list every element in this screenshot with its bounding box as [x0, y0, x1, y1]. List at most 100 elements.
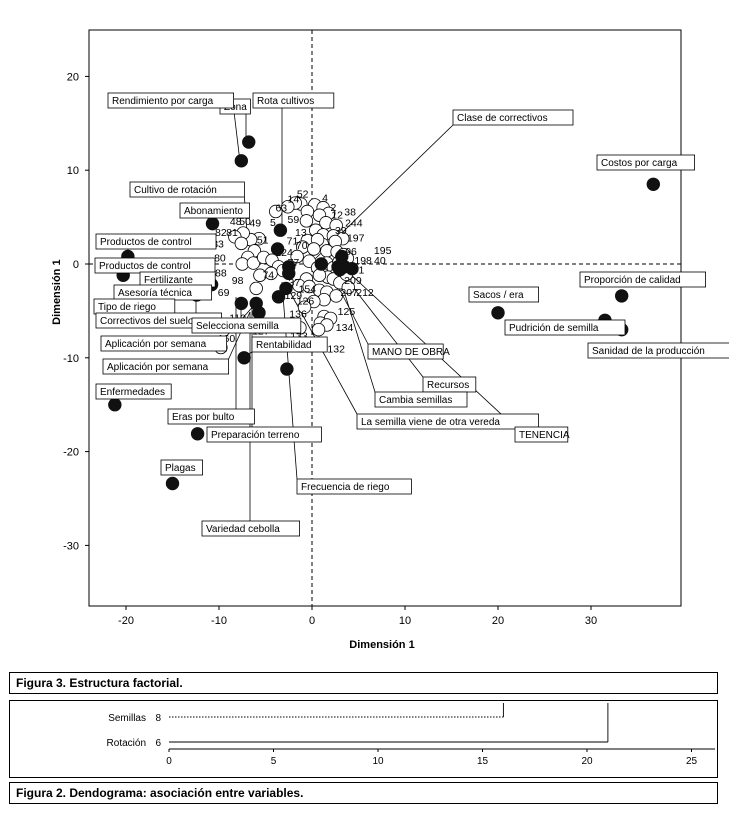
point-number-label: 98	[232, 275, 244, 287]
y-tick-label: 0	[73, 259, 79, 271]
variable-point	[234, 154, 249, 168]
x-tick-label: 30	[585, 615, 597, 627]
variable-point	[270, 242, 285, 256]
label-box	[367, 343, 444, 360]
variable-label: Rota cultivos	[257, 96, 314, 107]
variable-label: Tipo de riego	[98, 302, 156, 313]
point-number-label: 2	[330, 202, 336, 214]
variable-point	[345, 261, 359, 276]
label-box	[452, 109, 574, 126]
point-number-label: 49	[249, 218, 261, 230]
variable-label: Proporción de calidad	[584, 275, 681, 286]
open-point	[311, 322, 326, 337]
dendrogram-leaf-label: Rotación	[107, 738, 146, 749]
label-box	[167, 408, 255, 425]
point-number-label: 80	[214, 252, 226, 264]
variable-label: Cultivo de rotación	[134, 185, 217, 196]
x-tick-label: 10	[399, 615, 411, 627]
point-number-label: 52	[297, 189, 309, 201]
label-box	[100, 335, 227, 352]
variable-point	[205, 216, 220, 231]
point-number-label: 41	[353, 265, 365, 277]
variable-label: MANO DE OBRA	[372, 347, 450, 358]
point-number-label: 14	[288, 193, 300, 205]
label-box	[356, 413, 540, 430]
open-point	[341, 280, 355, 295]
point-number-label: 40	[374, 255, 386, 267]
open-point	[299, 214, 314, 228]
point-number-label: 37	[288, 277, 300, 289]
variable-point	[314, 257, 328, 271]
label-box	[296, 478, 412, 495]
point-number-label: 207	[340, 287, 358, 299]
x-axis-label: Dimensión 1	[349, 639, 414, 651]
point-number-label: 12	[331, 209, 343, 221]
label-box	[160, 459, 203, 476]
label-box	[587, 342, 729, 359]
variable-point	[614, 289, 629, 303]
variable-label: Aplicación por semana	[107, 362, 209, 373]
variable-point	[108, 398, 122, 412]
open-point	[290, 249, 304, 264]
point-number-label: 88	[215, 267, 227, 279]
dendrogram-leaf-label: Semillas	[108, 713, 146, 724]
point-number-label: 74	[262, 269, 274, 281]
y-axis-label: Dimensión 1	[51, 259, 63, 324]
variable-label: Rendimiento por carga	[112, 96, 214, 107]
point-number-label: 81	[226, 227, 238, 239]
x-tick-label: 20	[492, 615, 504, 627]
x-tick-label: -20	[118, 615, 134, 627]
point-number-label: 63	[275, 203, 287, 215]
variable-label: Cambia semillas	[379, 395, 452, 406]
variable-point	[491, 306, 505, 320]
variable-point	[242, 135, 256, 149]
variable-label: Clase de correctivos	[457, 113, 548, 124]
open-point	[246, 256, 261, 270]
point-number-label: 134	[336, 322, 354, 334]
y-tick-label: -30	[63, 540, 79, 552]
variable-label: Fertilizante	[144, 275, 193, 286]
point-number-label: 70	[296, 240, 308, 252]
variable-point	[165, 476, 180, 491]
variable-label: Zona	[224, 102, 247, 113]
dendrogram-tick-label: 0	[166, 756, 172, 767]
dendrogram-tick-label: 5	[271, 756, 277, 767]
point-number-label: 197	[347, 233, 365, 245]
y-tick-label: 10	[67, 165, 79, 177]
variable-point	[190, 427, 205, 441]
leader-line	[281, 281, 298, 480]
variable-label: Frecuencia de riego	[301, 482, 390, 493]
label-box	[206, 426, 322, 443]
x-tick-label: 0	[309, 615, 315, 627]
label-box	[95, 233, 217, 250]
point-number-label: 125	[338, 306, 356, 318]
variable-label: Aplicación por semana	[105, 339, 207, 350]
point-number-label: 59	[288, 214, 300, 226]
variable-point	[646, 177, 661, 191]
dendrogram-leaf-id: 6	[155, 738, 161, 749]
y-tick-label: -20	[63, 447, 79, 459]
y-tick-label: 20	[67, 71, 79, 83]
point-number-label: 4	[322, 192, 328, 204]
dendrogram-leaf-id: 8	[155, 713, 161, 724]
open-point	[281, 200, 295, 214]
variable-label: La semilla viene de otra vereda	[361, 417, 500, 428]
variable-label: Abonamiento	[184, 206, 243, 217]
point-number-label: 96	[345, 246, 357, 258]
variable-label: Asesoría técnica	[118, 288, 192, 299]
point-number-label: 83	[212, 238, 224, 250]
point-number-label: 209	[344, 275, 362, 287]
open-point	[329, 289, 343, 303]
dendrogram-tick-label: 20	[581, 756, 593, 767]
variable-label: Sanidad de la producción	[592, 346, 705, 357]
variable-label: Costos por carga	[601, 158, 678, 169]
label-box	[107, 92, 234, 109]
label-box	[514, 426, 569, 443]
label-box	[579, 271, 706, 288]
point-number-label: 82	[215, 227, 227, 239]
variable-label: Productos de control	[99, 261, 191, 272]
variable-point	[279, 281, 293, 296]
variable-label: Productos de control	[100, 237, 192, 248]
point-number-label: 244	[345, 218, 363, 230]
